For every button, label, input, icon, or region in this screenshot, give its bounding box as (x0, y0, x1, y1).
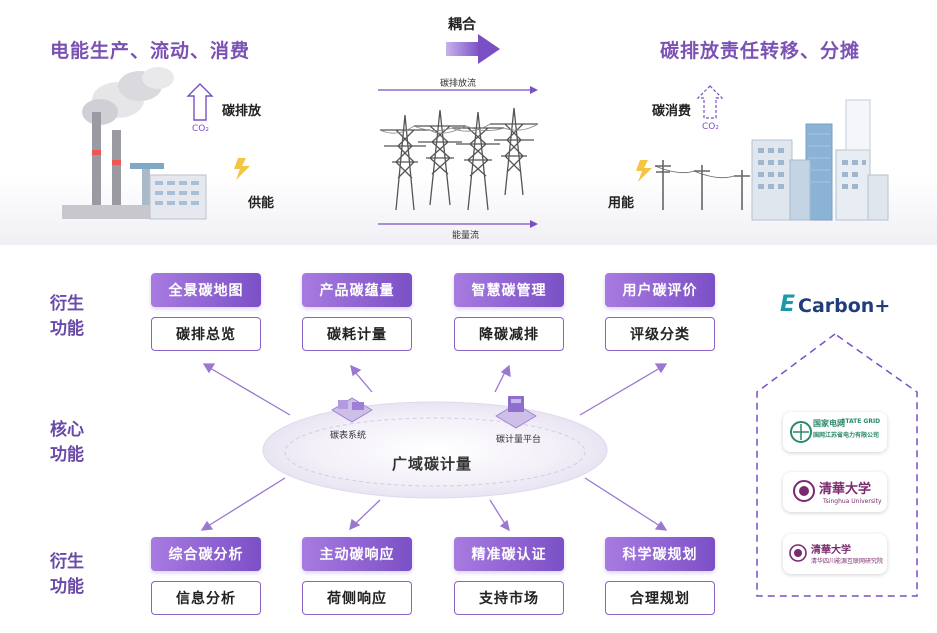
logo-text: Carbon+ (798, 295, 891, 317)
bottom-card-1-sub[interactable]: 信息分析 (151, 581, 261, 615)
partner3-cn: 清華大学 (811, 545, 851, 556)
core-center-label: 广域碳计量 (392, 455, 473, 473)
bottom-card-3-sub[interactable]: 支持市场 (454, 581, 564, 615)
top-card-1-sub[interactable]: 碳排总览 (151, 317, 261, 351)
bottom-card-2-sub[interactable]: 荷侧响应 (302, 581, 412, 615)
top-card-1-title[interactable]: 全景碳地图 (151, 273, 261, 307)
tsinghua-sichuan-seal-icon (789, 544, 807, 562)
tsinghua-seal-icon (793, 480, 815, 502)
transmission-towers-icon (379, 107, 539, 211)
logo-e: E (780, 292, 796, 317)
co2-right-label: CO₂ (702, 122, 719, 132)
side-label-core: 核心功能 (50, 420, 84, 465)
state-grid-logo-icon (790, 421, 812, 443)
core-ellipse (262, 401, 608, 499)
utility-poles-icon (654, 160, 750, 210)
partner2-en: Tsinghua University (823, 498, 882, 505)
city-buildings-icon (751, 99, 889, 221)
top-card-3-sub[interactable]: 降碳减排 (454, 317, 564, 351)
top-card-4-sub[interactable]: 评级分类 (605, 317, 715, 351)
core-inner-ellipse (284, 417, 586, 487)
side-label-derived-top: 衍生功能 (50, 294, 84, 339)
supply-label: 供能 (248, 196, 275, 211)
bottom-card-4-sub[interactable]: 合理规划 (605, 581, 715, 615)
partner3-sub: 清华四川能源互联网研究院 (811, 558, 884, 565)
side-label-derived-bottom: 衍生功能 (50, 552, 84, 597)
top-card-2-sub[interactable]: 碳耗计量 (302, 317, 412, 351)
top-card-2-title[interactable]: 产品碳蕴量 (302, 273, 412, 307)
carbon-flow-label: 碳排放流 (440, 79, 477, 89)
top-card-4-title[interactable]: 用户碳评价 (605, 273, 715, 307)
bottom-card-1-title[interactable]: 综合碳分析 (151, 537, 261, 571)
bottom-card-4-title[interactable]: 科学碳规划 (605, 537, 715, 571)
carbon-meter-system-icon (331, 397, 373, 423)
energy-flow-arrow-icon (378, 220, 538, 228)
coupling-arrow-icon (446, 34, 500, 64)
core-left-device-label: 碳表系统 (330, 431, 367, 441)
co2-emission-arrow-icon (186, 83, 214, 121)
partner2-cn: 清華大学 (819, 482, 872, 497)
top-card-3-title[interactable]: 智慧碳管理 (454, 273, 564, 307)
carbon-flow-arrow-icon (378, 86, 538, 94)
core-right-device-label: 碳计量平台 (496, 435, 542, 445)
carbon-emission-label: 碳排放 (222, 104, 262, 119)
partner1-en: STATE GRID (841, 418, 881, 425)
coupling-label: 耦合 (448, 17, 476, 33)
energy-flow-label: 能量流 (452, 231, 480, 241)
carbon-platform-icon (495, 396, 537, 429)
power-plant-icon (62, 67, 207, 220)
right-title: 碳排放责任转移、分摊 (660, 40, 861, 62)
carbon-consume-label: 碳消费 (652, 104, 692, 119)
radiating-arrows (200, 363, 668, 532)
use-label: 用能 (608, 196, 635, 211)
partner1-sub: 国网江苏省电力有限公司 (813, 432, 880, 439)
co2-left-label: CO₂ (192, 124, 209, 134)
top-scene-graphics (62, 34, 889, 228)
bottom-card-3-title[interactable]: 精准碳认证 (454, 537, 564, 571)
lightning-right-icon (636, 160, 652, 182)
bottom-card-2-title[interactable]: 主动碳响应 (302, 537, 412, 571)
partner-card-state-grid: 国家电网 STATE GRID 国网江苏省电力有限公司 (783, 412, 887, 452)
lightning-icon (234, 158, 250, 180)
left-title: 电能生产、流动、消费 (50, 40, 251, 62)
partner-card-tsinghua: 清華大学 Tsinghua University (783, 472, 887, 512)
partner-card-tsinghua-sichuan: 清華大学 清华四川能源互联网研究院 (783, 534, 887, 574)
co2-consume-arrow-icon (696, 85, 724, 119)
partner1-cn: 国家电网 (813, 419, 845, 428)
ecarbon-logo: E Carbon+ (780, 292, 900, 322)
